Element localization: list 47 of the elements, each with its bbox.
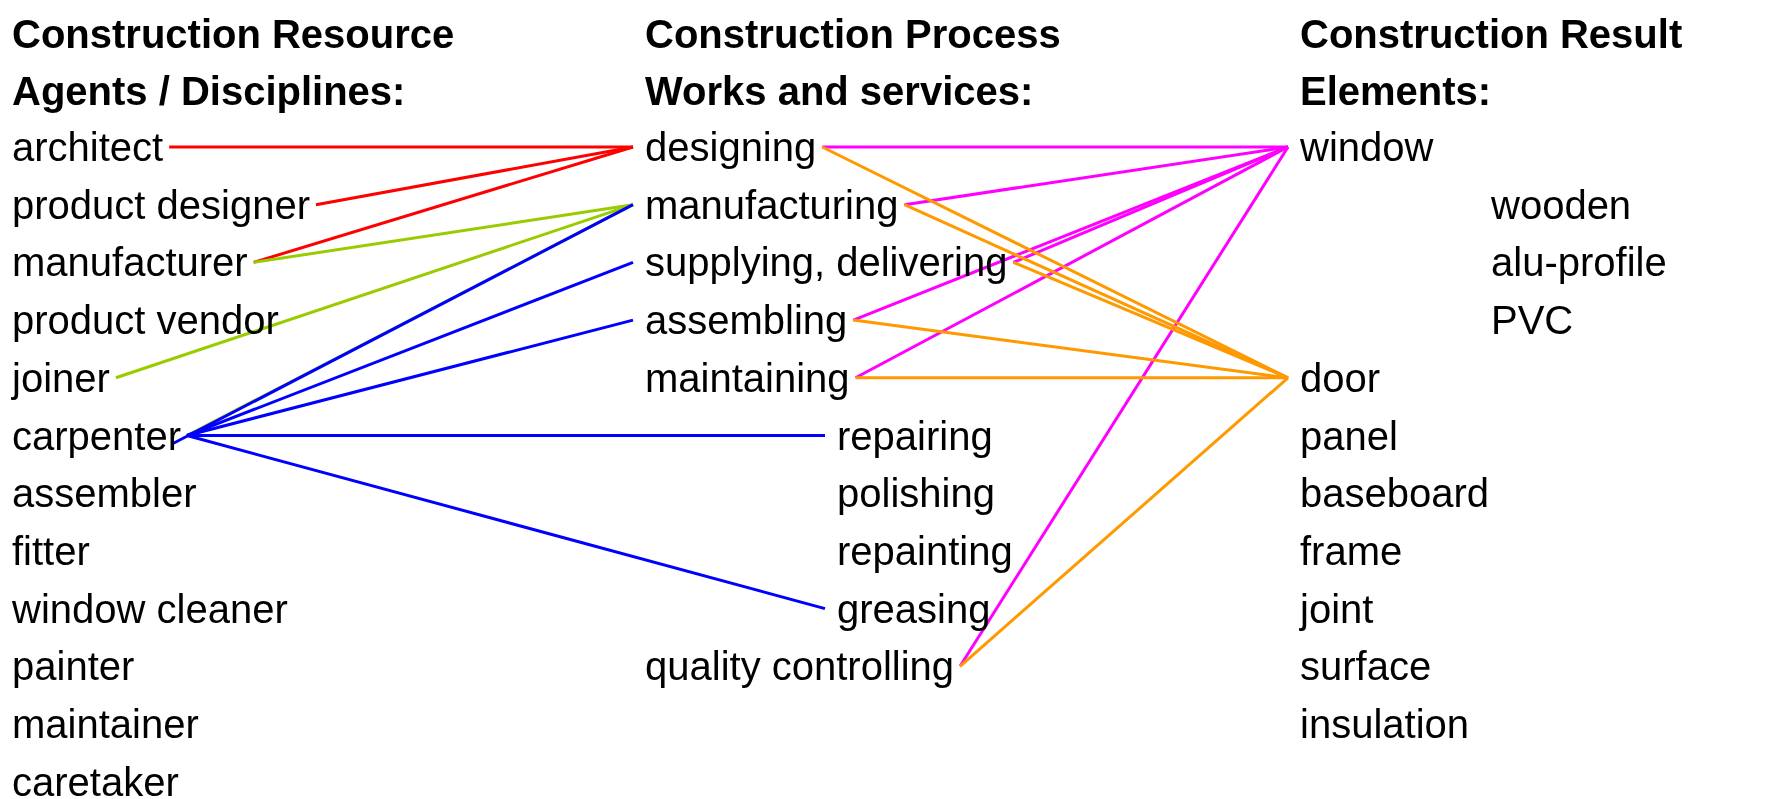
list-item-text: repainting xyxy=(837,527,1013,574)
list-item-text: manufacturer xyxy=(12,239,248,286)
connector-line xyxy=(253,145,634,264)
list-item-text: joiner xyxy=(12,354,110,401)
list-item-text: maintainer xyxy=(12,701,199,747)
list-item-text: caretaker xyxy=(12,758,179,799)
connector-line xyxy=(959,376,1289,668)
list-item-text: PVC xyxy=(1491,297,1574,344)
connector-line xyxy=(115,203,634,380)
list-item-text: supplying, delivering xyxy=(645,239,1008,286)
list-item-text: surface xyxy=(1300,643,1432,690)
list-item-text: assembling xyxy=(645,297,848,344)
list-item-text: frame xyxy=(1300,527,1403,574)
list-item-text: designing xyxy=(645,124,817,170)
connector-line xyxy=(186,318,634,437)
list-item-text: product vendor xyxy=(12,297,279,344)
list-item-text: maintaining xyxy=(645,354,850,401)
column-heading: Construction Resource Agents / Disciplines: xyxy=(12,11,456,115)
list-item-text: quality controlling xyxy=(645,643,955,690)
list-item-text: greasing xyxy=(837,585,991,632)
list-item-text: product designer xyxy=(12,181,310,228)
list-item-text: architect xyxy=(12,124,164,170)
column-heading: Construction Process Works and services: xyxy=(645,11,1062,115)
column-heading: Construction Result Elements: xyxy=(1300,11,1684,115)
list-item-text: fitter xyxy=(12,527,90,574)
list-item-text: manufacturing xyxy=(645,181,899,228)
connector-line xyxy=(186,434,826,611)
list-item-text: polishing xyxy=(837,470,995,517)
list-item-text: carpenter xyxy=(12,412,181,459)
list-item-text: wooden xyxy=(1491,181,1632,228)
connector-line xyxy=(855,376,1288,380)
connector-line xyxy=(852,145,1289,322)
list-item-text: insulation xyxy=(1300,701,1469,747)
list-item-text: painter xyxy=(12,643,135,690)
list-item-text: baseboard xyxy=(1300,470,1490,517)
list-item-text: joint xyxy=(1300,585,1374,632)
connector-line xyxy=(958,146,1290,668)
list-item-text: window cleaner xyxy=(12,585,288,632)
list-item-text: repairing xyxy=(837,412,993,459)
connector-line xyxy=(1012,261,1289,380)
connector-line xyxy=(253,203,634,264)
list-item-text: alu-profile xyxy=(1491,239,1667,286)
list-item-text: door xyxy=(1300,354,1381,401)
list-item-text: assembler xyxy=(12,470,197,517)
list-item-text: window xyxy=(1300,124,1434,170)
connector-line xyxy=(186,261,634,437)
list-item-text: panel xyxy=(1300,412,1398,459)
